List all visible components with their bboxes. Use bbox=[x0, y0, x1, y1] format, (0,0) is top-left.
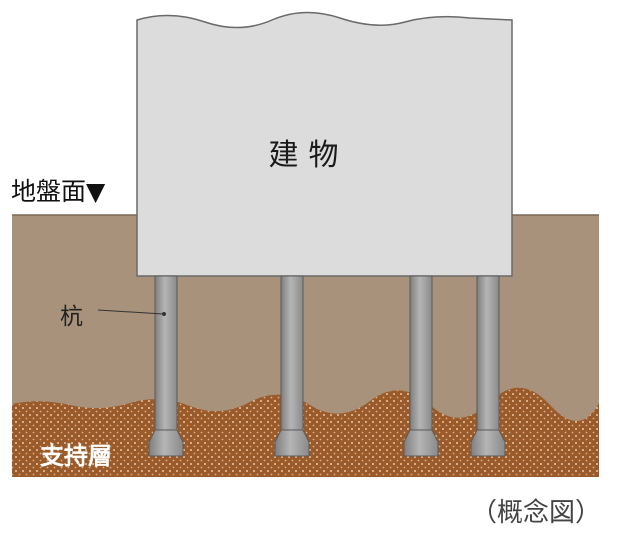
building bbox=[136, 11, 513, 277]
diagram-caption: （概念図） bbox=[470, 498, 601, 528]
bearing-stratum-label: 支持層 bbox=[40, 442, 112, 470]
ground-surface-label: 地盤面▼ bbox=[11, 177, 106, 206]
pile-leader-line bbox=[97, 309, 164, 315]
pile-4 bbox=[470, 275, 506, 457]
building-label: 建物 bbox=[268, 138, 349, 173]
pile-label: 杭 bbox=[60, 304, 83, 330]
pile-2 bbox=[274, 275, 310, 457]
pile-1 bbox=[148, 275, 184, 457]
pile-leader-dot bbox=[162, 312, 166, 316]
pile-3 bbox=[403, 275, 439, 457]
